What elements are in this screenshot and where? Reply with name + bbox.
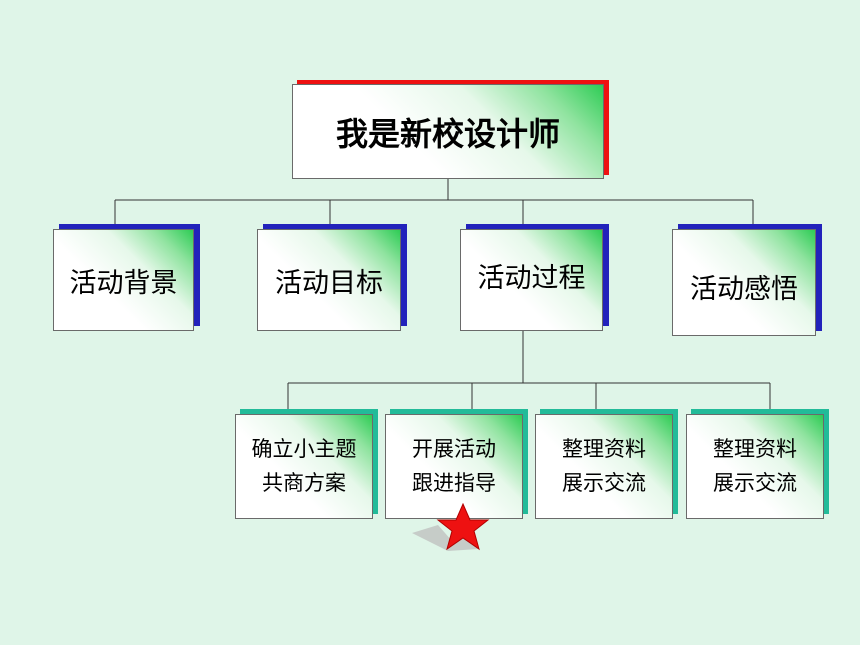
- node-activity-reflection: 活动感悟: [672, 229, 816, 336]
- node-line-2: 跟进指导: [412, 470, 496, 495]
- node-line-1: 确立小主题: [251, 436, 357, 461]
- node-line-1: 整理资料: [562, 436, 646, 461]
- node-conduct-guidance: 开展活动 跟进指导: [385, 414, 523, 519]
- root-title: 我是新校设计师: [335, 114, 560, 153]
- node-label: 活动背景: [69, 267, 178, 299]
- node-label: 活动过程: [477, 263, 586, 294]
- red-star-icon: [412, 503, 490, 551]
- node-line-2: 展示交流: [562, 470, 646, 495]
- node-activity-background: 活动背景: [53, 229, 194, 331]
- node-line-1: 开展活动: [412, 436, 496, 461]
- node-organize-share-2: 整理资料 展示交流: [686, 414, 824, 519]
- node-activity-goals: 活动目标: [257, 229, 401, 331]
- root-node: 我是新校设计师: [292, 84, 604, 179]
- node-subtopic-plan: 确立小主题 共商方案: [235, 414, 373, 519]
- node-line-2: 共商方案: [262, 470, 346, 495]
- node-organize-share-1: 整理资料 展示交流: [535, 414, 673, 519]
- node-line-2: 展示交流: [713, 470, 797, 495]
- node-activity-process: 活动过程: [460, 229, 603, 331]
- node-line-1: 整理资料: [713, 436, 797, 461]
- node-label: 活动目标: [275, 267, 383, 299]
- node-label: 活动感悟: [690, 274, 798, 305]
